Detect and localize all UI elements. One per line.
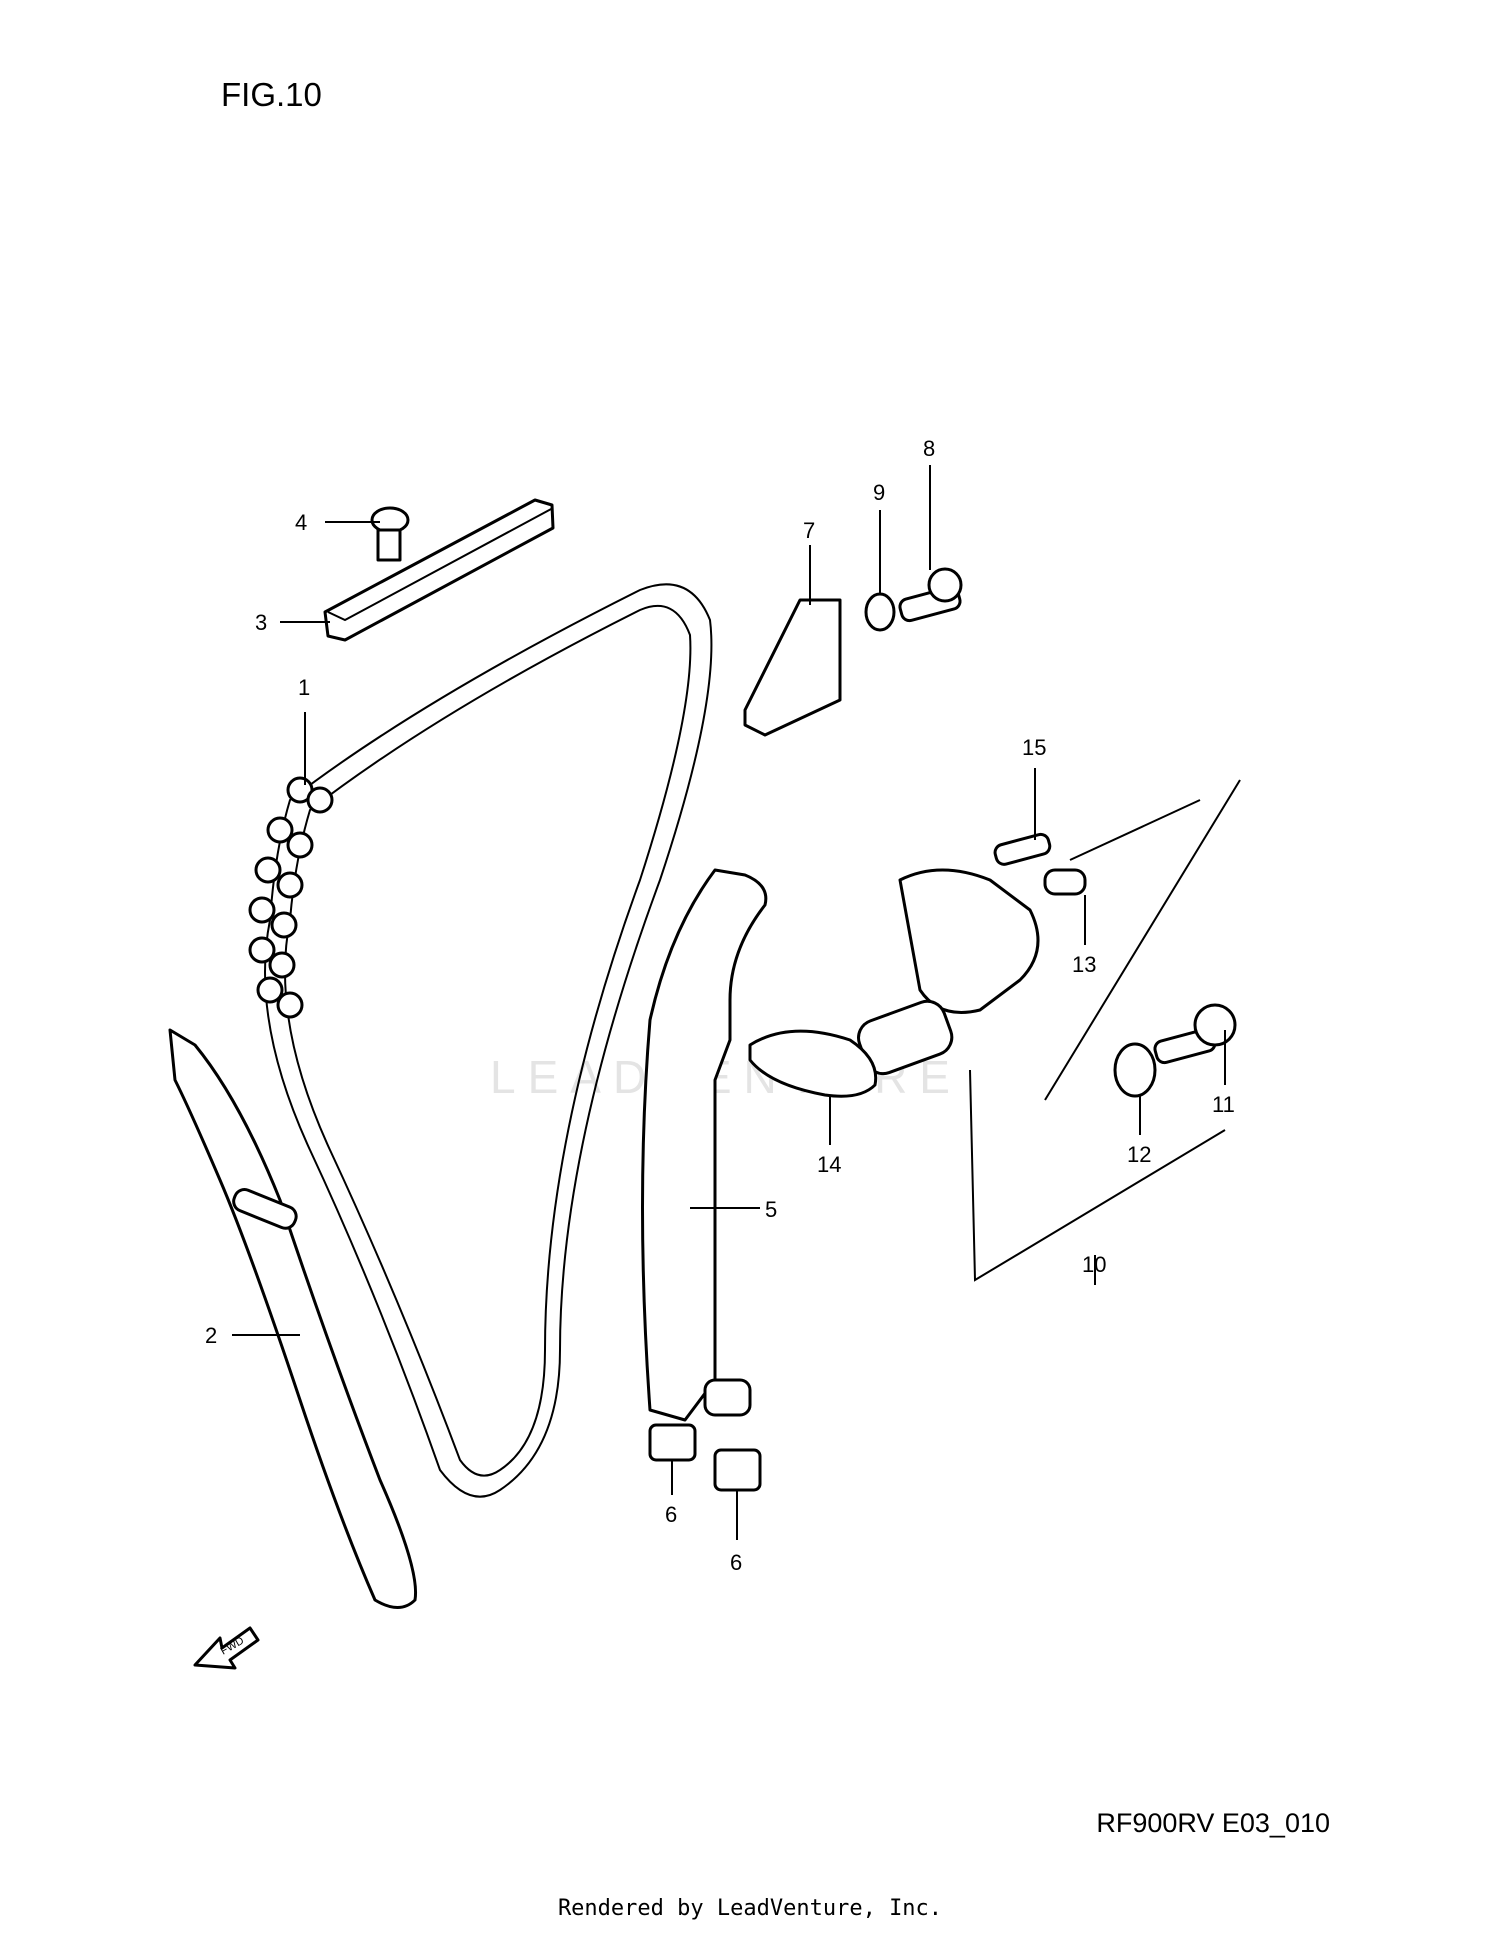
chain-links <box>248 776 334 1019</box>
fwd-arrow-icon: FWD <box>193 1626 260 1670</box>
washer-part-9[interactable] <box>864 592 896 632</box>
gasket-part-14[interactable] <box>748 1029 878 1098</box>
callout-11: 11 <box>1212 1092 1235 1117</box>
chain-tensioner-guide[interactable] <box>641 868 768 1422</box>
callout-7: 7 <box>803 518 815 543</box>
callout-15: 15 <box>1022 735 1046 760</box>
bolt-part-11[interactable] <box>1153 1003 1237 1065</box>
callout-6a: 6 <box>665 1502 677 1527</box>
callout-6b: 6 <box>730 1550 742 1575</box>
spring-part-13[interactable] <box>1043 799 1201 896</box>
callout-8: 8 <box>923 436 935 461</box>
callout-9: 9 <box>873 480 885 505</box>
bolt-part-15[interactable] <box>993 832 1052 867</box>
callout-14: 14 <box>817 1152 841 1177</box>
callout-1: 1 <box>298 675 310 700</box>
tensioner-assembly[interactable] <box>853 779 1241 1282</box>
guide-cap-b[interactable] <box>713 1448 762 1492</box>
callout-12: 12 <box>1127 1142 1151 1167</box>
callout-10: 10 <box>1082 1252 1106 1277</box>
guide-cap-a[interactable] <box>648 1423 697 1462</box>
callout-2: 2 <box>205 1323 217 1348</box>
diagram-code: RF900RV E03_010 <box>1096 1808 1330 1838</box>
chain-guide-top[interactable] <box>323 498 555 642</box>
footer-credit: Rendered by LeadVenture, Inc. <box>557 1896 943 1921</box>
callout-13: 13 <box>1072 952 1096 977</box>
screw-part-4[interactable] <box>370 506 410 562</box>
callout-5: 5 <box>765 1197 777 1222</box>
chain-guide-front[interactable] <box>168 1028 418 1609</box>
callout-4: 4 <box>295 510 307 535</box>
callout-3: 3 <box>255 610 267 635</box>
gasket-part-12[interactable] <box>1113 1042 1157 1098</box>
leader-lines <box>232 465 1226 1540</box>
cam-chain[interactable] <box>248 583 713 1498</box>
cushion-part-7[interactable] <box>743 598 842 737</box>
figure-title: FIG.10 <box>221 76 322 113</box>
bolt-part-8[interactable] <box>898 567 963 623</box>
